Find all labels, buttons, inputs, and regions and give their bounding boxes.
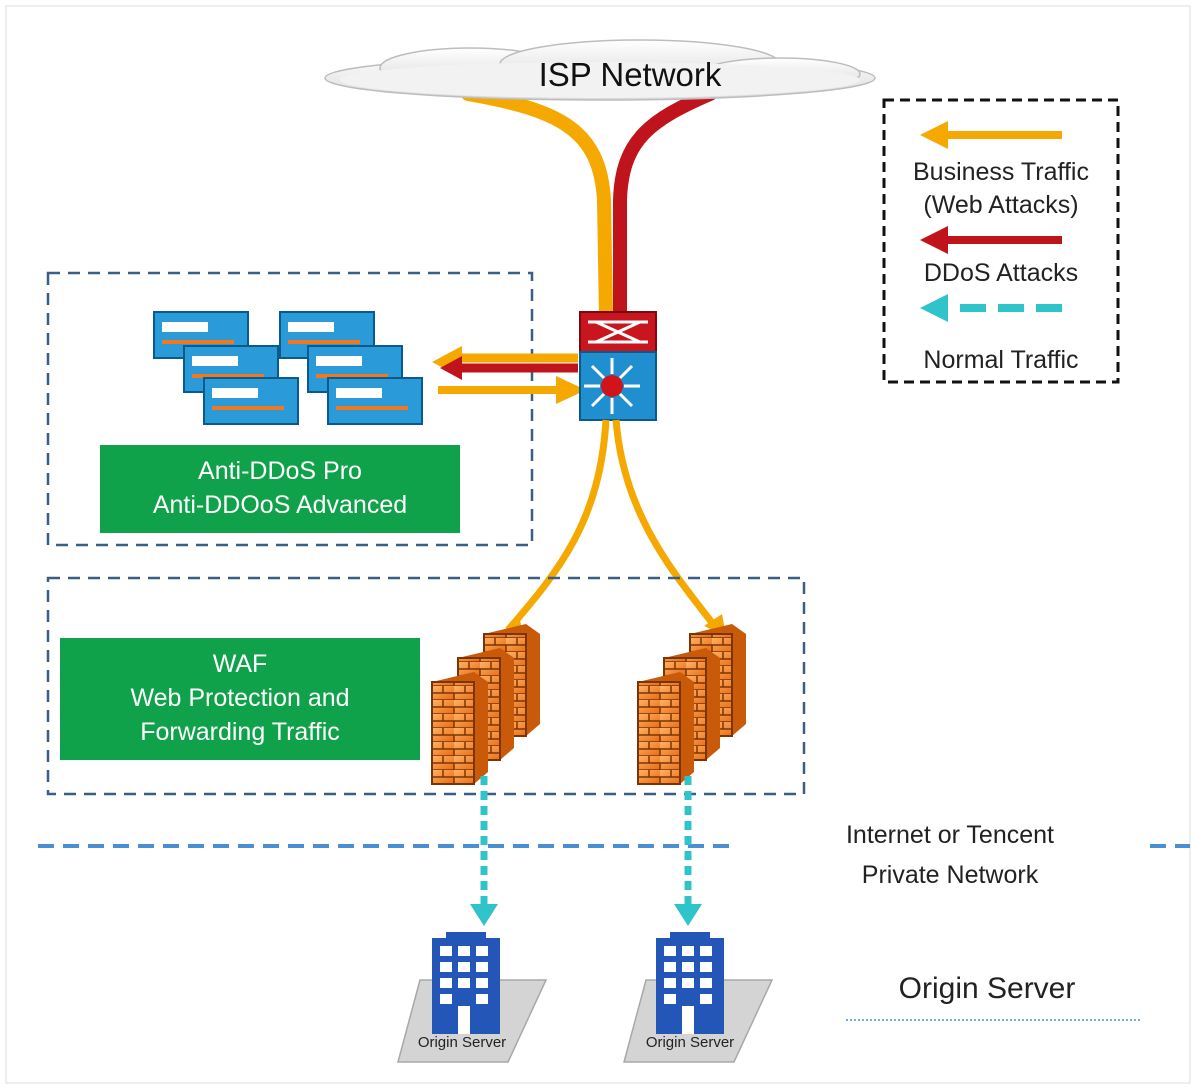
outer-frame [5,5,1191,1084]
legend-normal-arrow-icon [920,294,1062,322]
diversion-arrows [432,346,586,404]
legend-normal-label: Normal Traffic [923,346,1079,374]
waf-label-box: WAF Web Protection and Forwarding Traffi… [60,638,420,760]
waf-line1: WAF [212,650,268,679]
anti-ddos-region [46,271,534,547]
origin-server-right-icon [623,932,774,1063]
legend-business-arrow-icon [920,121,1062,149]
firewall-cluster-left-icon [431,624,540,785]
scrubbing-appliance-icon [153,311,423,425]
firewall-cluster-right-icon [637,624,746,785]
waf-line2: Web Protection and [130,684,350,713]
isp-network-title: ISP Network [538,56,722,93]
network-boundary-label: Internet or Tencent Private Network [800,815,1100,895]
origin-server-label: Origin Server [898,972,1076,1005]
core-switch-icon [579,311,657,421]
forward-traffic-left [505,419,610,633]
forward-traffic-right [612,419,719,631]
server-caption-right: Origin Server [645,1034,735,1051]
origin-server-left-icon [397,932,548,1063]
anti-ddos-line1: Anti-DDoS Pro [198,457,362,486]
ddos-traffic-line [613,87,717,325]
waf-line3: Forwarding Traffic [140,717,340,746]
isp-cloud-icon [324,39,876,101]
legend-ddos-arrow-icon [920,226,1062,254]
legend-business-line1: Business Traffic [912,158,1089,186]
normal-traffic-right [674,776,702,926]
network-label-line2: Private Network [861,861,1039,889]
anti-ddos-label-box: Anti-DDoS Pro Anti-DDOoS Advanced [100,445,460,533]
anti-ddos-line2: Anti-DDOoS Advanced [152,491,408,519]
server-caption-left: Origin Server [417,1034,507,1051]
legend-business-label: Business Traffic (Web Attacks) [884,156,1118,221]
business-traffic-line [461,87,613,325]
network-label-line1: Internet or Tencent [845,821,1054,849]
normal-traffic-left [470,776,498,926]
legend-business-line2: (Web Attacks) [923,190,1079,219]
waf-region [46,576,806,796]
legend-ddos-label: DDoS Attacks [923,259,1079,287]
